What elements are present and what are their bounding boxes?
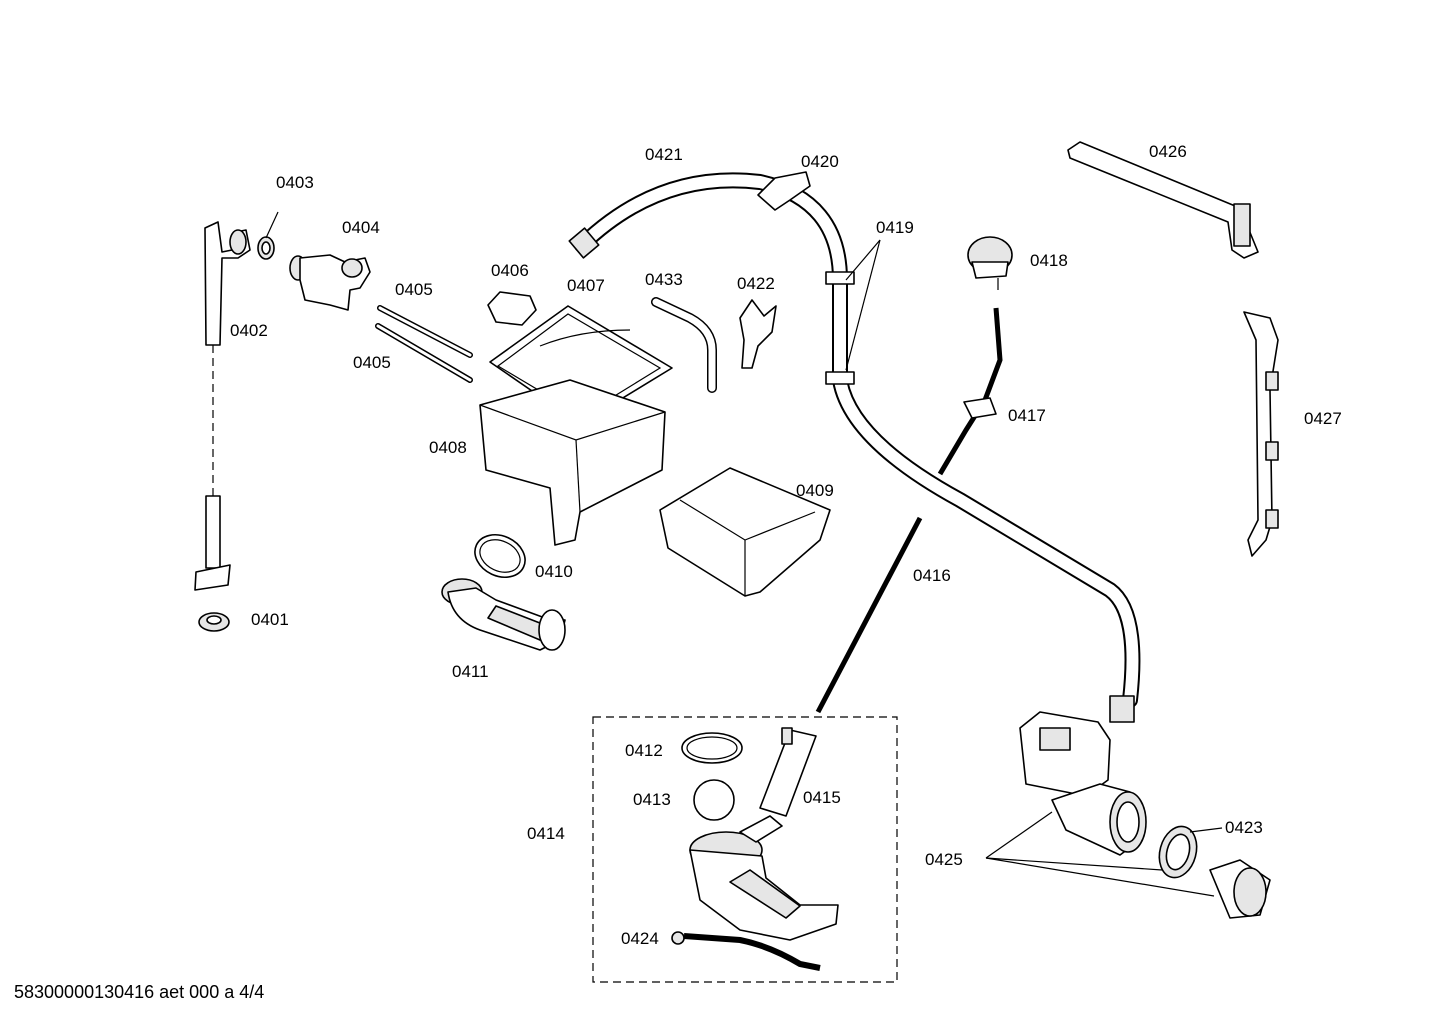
part-0406-clip	[487, 291, 537, 326]
part-0433-hose	[651, 297, 717, 393]
part-0405-rods	[375, 305, 473, 383]
part-0417-tube	[937, 307, 1003, 476]
part-0423-seal	[1158, 825, 1223, 879]
label-0411: 0411	[452, 662, 489, 681]
part-0422-fork	[739, 299, 777, 369]
label-0412: 0412	[625, 741, 663, 760]
label-0405-a: 0405	[395, 280, 433, 299]
part-0403-seal	[257, 211, 279, 260]
part-filter	[1209, 859, 1271, 919]
part-0402-hose	[194, 221, 251, 591]
label-0409: 0409	[796, 481, 834, 500]
part-0413-ball	[693, 779, 735, 821]
label-0433: 0433	[645, 270, 683, 289]
part-0409-drawer	[659, 467, 831, 597]
part-0408-housing	[479, 379, 666, 546]
part-0416-pipe	[815, 516, 923, 714]
label-0419: 0419	[876, 218, 914, 237]
part-0427-rail	[1243, 311, 1279, 557]
label-0415: 0415	[803, 788, 841, 807]
label-0416: 0416	[913, 566, 951, 585]
part-0419-hose	[568, 172, 1141, 723]
part-0418-pressure-switch	[967, 236, 1013, 290]
part-0425-pump	[985, 711, 1215, 897]
label-0406: 0406	[491, 261, 529, 280]
label-0401: 0401	[251, 610, 289, 629]
label-0426: 0426	[1149, 142, 1187, 161]
label-0404: 0404	[342, 218, 380, 237]
leader-0419-b	[845, 239, 881, 371]
part-0420-clip	[757, 171, 811, 211]
label-0422: 0422	[737, 274, 775, 293]
label-0424: 0424	[621, 929, 659, 948]
label-0425: 0425	[925, 850, 963, 869]
label-0403: 0403	[276, 173, 314, 192]
part-0414-assembly-box	[592, 716, 898, 983]
part-0404-valve	[289, 254, 371, 311]
label-0407: 0407	[567, 276, 605, 295]
label-0418: 0418	[1030, 251, 1068, 270]
part-0412-ring	[681, 732, 743, 764]
label-0410: 0410	[535, 562, 573, 581]
part-0410-ring	[474, 534, 526, 578]
part-0411-bellows	[441, 578, 566, 651]
part-0424-hose	[671, 931, 821, 971]
part-0401-washer	[198, 612, 230, 632]
label-0420: 0420	[801, 152, 839, 171]
part-0415-tube	[759, 727, 817, 817]
label-0413: 0413	[633, 790, 671, 809]
label-0421: 0421	[645, 145, 683, 164]
part-0414-sump	[689, 815, 839, 941]
label-0408: 0408	[429, 438, 467, 457]
label-0427: 0427	[1304, 409, 1342, 428]
drawing-number-footer: 58300000130416 aet 000 a 4/4	[14, 982, 264, 1002]
label-0402: 0402	[230, 321, 268, 340]
label-0414: 0414	[527, 824, 565, 843]
leader-0419-a	[845, 239, 881, 281]
label-0405-b: 0405	[353, 353, 391, 372]
label-0423: 0423	[1225, 818, 1263, 837]
label-0417: 0417	[1008, 406, 1046, 425]
part-0426-bracket	[1067, 141, 1259, 259]
